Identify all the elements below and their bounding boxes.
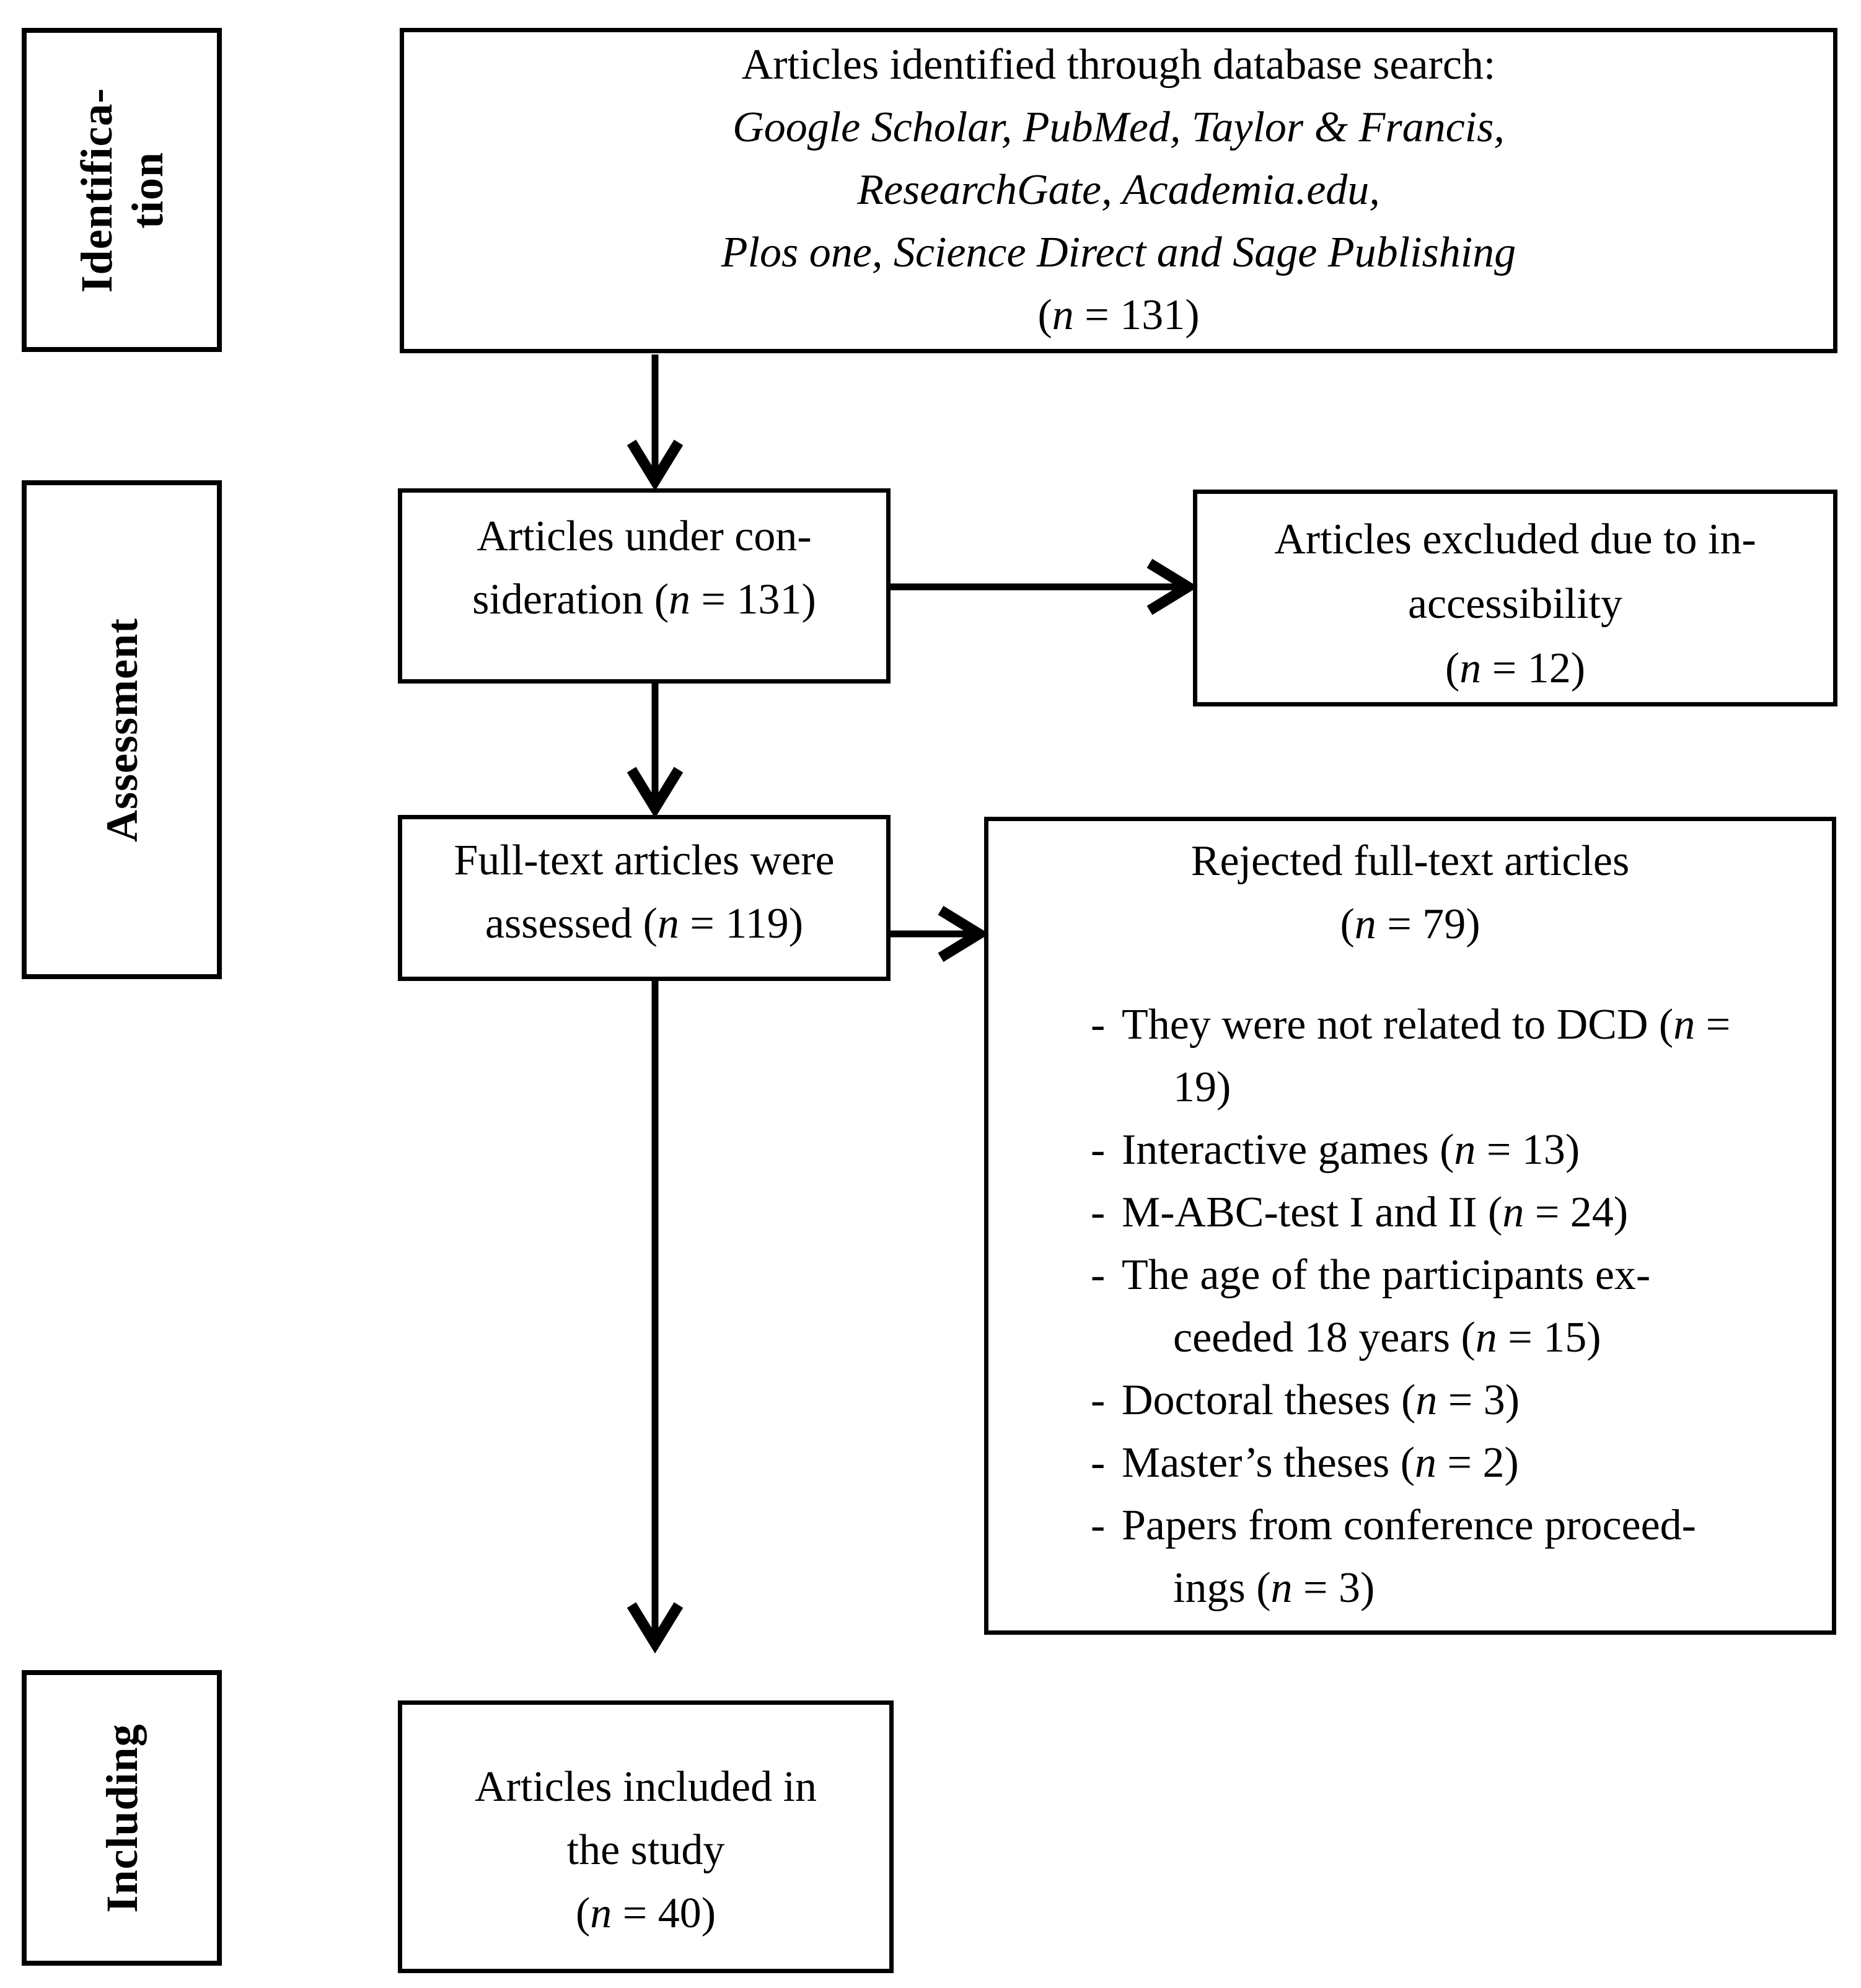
text-line: ResearchGate, Academia.edu, [857,166,1380,214]
text-line: (n = 40) [575,1889,716,1937]
stage-label-text: Identifica-tion [71,87,173,292]
stage-label-assessment: Assessment [22,480,222,979]
arrow-identified-to-consideration [627,354,684,491]
text-line: Articles excluded due to in- [1274,516,1756,563]
rejected-reasons-list: -They were not related to DCD (n = 19) -In… [988,993,1832,1619]
text-line: Including [97,1723,147,1913]
box-text: Articles identified through database sea… [404,32,1833,346]
box-rejected-fulltext: Rejected full-text articles (n = 79) -The… [984,817,1836,1635]
list-dash: - [1091,1439,1106,1487]
stage-label-text: Assessment [97,618,147,842]
arrow-fulltext-to-rejected [891,905,990,962]
stage-label-including: Including [22,1670,222,1966]
text-line: Articles identified through database sea… [741,41,1496,89]
text-line: (n = 79) [1340,900,1480,948]
list-item: -Master’s theses (n = 2) [988,1432,1832,1494]
list-item: -M-ABC-test I and II (n = 24) [988,1181,1832,1244]
list-item: -Doctoral theses (n = 3) [988,1369,1832,1432]
arrow-consideration-to-fulltext [627,684,684,819]
box-articles-identified: Articles identified through database sea… [400,28,1837,353]
list-dash: - [1091,1189,1106,1236]
arrow-consideration-to-excluded [891,558,1199,615]
text-line: (n = 12) [1445,644,1586,692]
list-item-continuation: ceeded 18 years (n = 15) [1173,1314,1601,1361]
box-text: Articles included in the study (n = 40) [402,1705,889,1945]
list-item-continuation: ings (n = 3) [1173,1564,1375,1612]
arrow-fulltext-to-included [627,981,684,1654]
box-articles-under-consideration: Articles under con-sideration (n = 131) [398,488,891,684]
text-line: Identifica- [71,87,121,292]
box-articles-excluded: Articles excluded due to in-accessibilit… [1193,490,1837,706]
list-dash: - [1091,1376,1106,1424]
spacer [988,956,1832,993]
text-line: (n = 131) [1037,291,1200,339]
list-item: -Interactive games (n = 13) [988,1119,1832,1181]
box-text: Full-text articles were assessed (n = 119… [402,819,886,956]
box-text: Articles under con-sideration (n = 131) [402,493,886,631]
text-line: Assessment [97,617,147,842]
text-line: tion [122,151,172,229]
list-item: -Papers from conference proceed- [988,1494,1832,1557]
text-line: Google Scholar, PubMed, Taylor & Francis… [733,103,1505,151]
list-item: -They were not related to DCD (n = [988,993,1832,1056]
list-dash: - [1091,1502,1106,1549]
stage-label-text: Including [97,1723,147,1912]
text-line: Rejected full-text articles [1190,837,1630,885]
text-line: Plos one, Science Direct and Sage Publis… [721,229,1516,276]
text-line: Full-text articles were [454,837,835,884]
list-dash: - [1091,1001,1106,1049]
stage-label-identification: Identifica-tion [22,28,222,352]
list-dash: - [1091,1126,1106,1174]
text-line: sideration (n = 131) [472,576,816,623]
text-line: Articles under con- [477,512,812,560]
rejected-heading: Rejected full-text articles (n = 79) [988,821,1832,956]
text-line: assessed (n = 119) [485,900,804,948]
list-dash: - [1091,1251,1106,1299]
box-fulltext-assessed: Full-text articles were assessed (n = 119… [398,815,891,981]
text-line: accessibility [1407,580,1622,628]
list-item: -The age of the participants ex- [988,1244,1832,1306]
text-line: the study [566,1826,725,1874]
box-text: Articles excluded due to in-accessibilit… [1197,494,1833,701]
list-item-continuation: 19) [1173,1063,1231,1111]
text-line: Articles included in [474,1763,817,1811]
box-articles-included: Articles included in the study (n = 40) [398,1700,894,1973]
